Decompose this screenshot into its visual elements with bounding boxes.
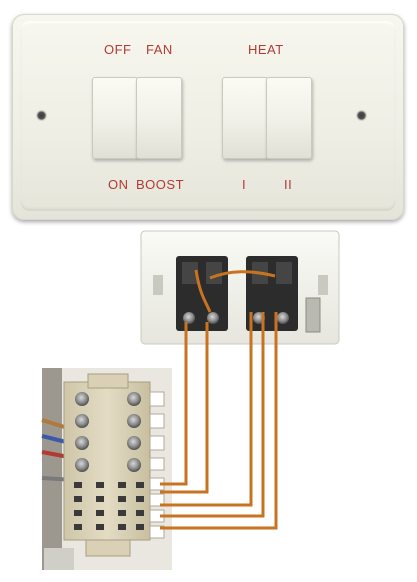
label-heat: HEAT [248,42,284,57]
connection-wires [160,312,278,530]
internal-link-wire [194,269,212,313]
rocker-fan-boost[interactable] [136,77,182,159]
terminal-screw [75,436,89,450]
terminal-screw [183,312,195,324]
label-heat-one: I [242,177,247,192]
terminal-screw [75,458,89,472]
terminal-screw [127,458,141,472]
terminal-screw [127,392,141,406]
terminal-screw [127,436,141,450]
wire-2 [160,322,209,494]
wire-1 [160,322,188,486]
wire-5 [160,312,278,530]
left-screw-hole [36,110,47,121]
terminal-screw [127,414,141,428]
internal-link-wire [209,270,276,280]
wire-4 [160,312,265,518]
label-on: ON [108,177,129,192]
back-plate-slot-left [153,275,163,295]
terminal-screw [75,414,89,428]
label-fan: FAN [146,42,173,57]
terminal-block [41,368,172,570]
switch-faceplate: OFF FAN HEAT ON BOOST I II [12,14,404,220]
metal-bracket [305,297,321,333]
label-off: OFF [104,42,132,57]
label-boost: BOOST [136,177,185,192]
wire-3 [160,312,253,507]
rocker-heat-2[interactable] [266,77,312,159]
terminal-screw [207,312,219,324]
terminal-screw [277,312,289,324]
rocker-off-on[interactable] [92,77,138,159]
right-screw-hole [356,110,367,121]
switch-mechanism-right [246,256,298,331]
terminal-screw [75,392,89,406]
label-heat-two: II [284,177,293,192]
back-plate-slot-right [318,275,328,295]
